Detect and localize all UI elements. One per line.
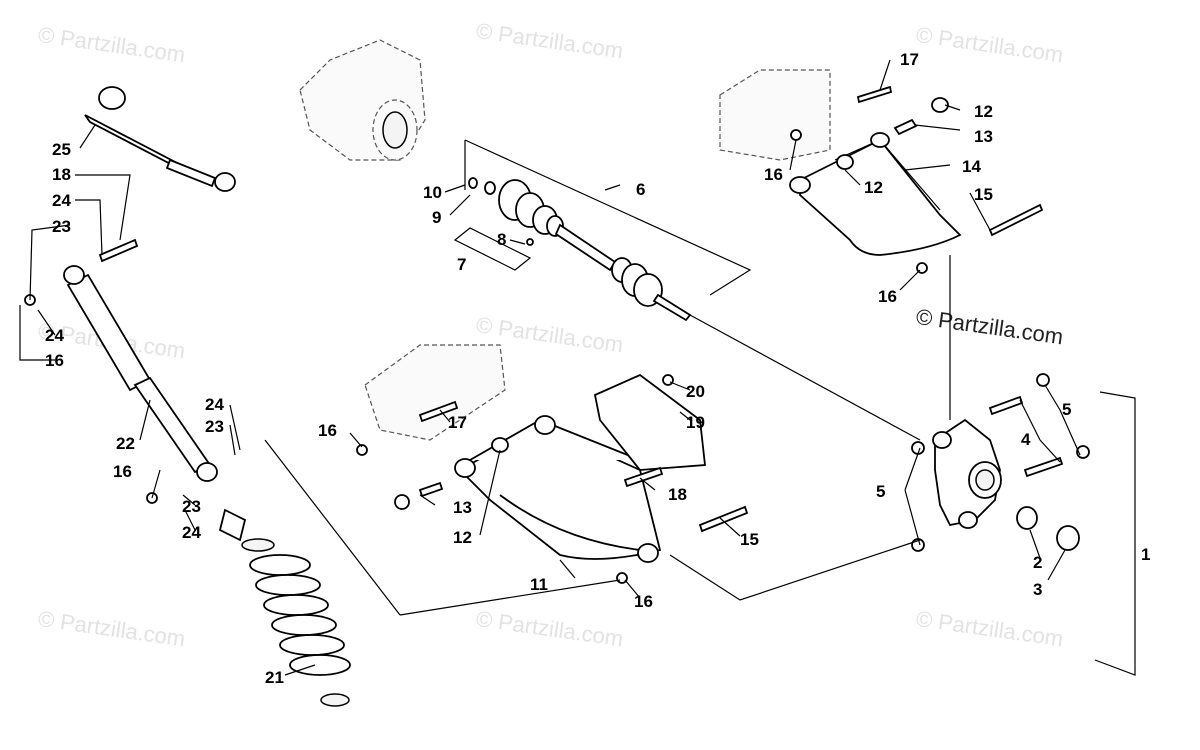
callout-4: 4 — [1021, 430, 1031, 449]
frame-reference-top — [299, 39, 426, 161]
callout-25: 25 — [52, 140, 71, 159]
steering-knuckle — [911, 373, 1136, 676]
callout-13: 13 — [453, 498, 472, 517]
callout-23: 23 — [205, 417, 224, 436]
callout-15: 15 — [974, 185, 993, 204]
upper-a-arm — [719, 69, 1044, 420]
callout-16: 16 — [634, 592, 653, 611]
callout-14: 14 — [962, 157, 981, 176]
callout-8: 8 — [497, 230, 506, 249]
callout-18: 18 — [52, 165, 71, 184]
callout-16: 16 — [45, 351, 64, 370]
callout-1: 1 — [1141, 545, 1150, 564]
callout-9: 9 — [432, 208, 441, 227]
shock-absorber — [24, 238, 275, 552]
callout-11: 11 — [530, 575, 548, 594]
callout-24: 24 — [45, 326, 64, 345]
callout-22: 22 — [116, 434, 135, 453]
lower-a-arm — [264, 344, 921, 616]
callout-24: 24 — [52, 191, 71, 210]
callout-20: 20 — [686, 382, 705, 401]
tie-rod — [84, 86, 236, 192]
callout-6: 6 — [636, 180, 645, 199]
callout-16: 16 — [878, 287, 897, 306]
callout-16: 16 — [764, 165, 783, 184]
callout-19: 19 — [686, 413, 705, 432]
callout-10: 10 — [423, 183, 442, 202]
leader-lines — [19, 59, 1081, 676]
callout-16: 16 — [113, 462, 132, 481]
callout-18: 18 — [668, 485, 687, 504]
callout-24: 24 — [205, 395, 224, 414]
callout-17: 17 — [448, 413, 467, 432]
coil-spring — [249, 554, 351, 707]
callout-13: 13 — [974, 127, 993, 146]
callout-21: 21 — [265, 668, 284, 687]
callout-16: 16 — [318, 421, 337, 440]
callout-12: 12 — [864, 178, 883, 197]
callout-23: 23 — [182, 497, 201, 516]
callout-23: 23 — [52, 217, 71, 236]
callout-3: 3 — [1033, 580, 1042, 599]
callout-12: 12 — [974, 102, 993, 121]
callout-24: 24 — [182, 523, 201, 542]
callout-7: 7 — [457, 255, 466, 274]
drive-axle — [453, 139, 921, 441]
callout-15: 15 — [740, 530, 759, 549]
callout-12: 12 — [453, 528, 472, 547]
callout-5: 5 — [1062, 400, 1071, 419]
callout-17: 17 — [900, 50, 919, 69]
callout-5: 5 — [876, 482, 885, 501]
callouts: 1 2 3 4 5 5 6 7 8 9 10 11 12 12 12 13 13… — [45, 50, 1150, 687]
callout-2: 2 — [1033, 553, 1042, 572]
